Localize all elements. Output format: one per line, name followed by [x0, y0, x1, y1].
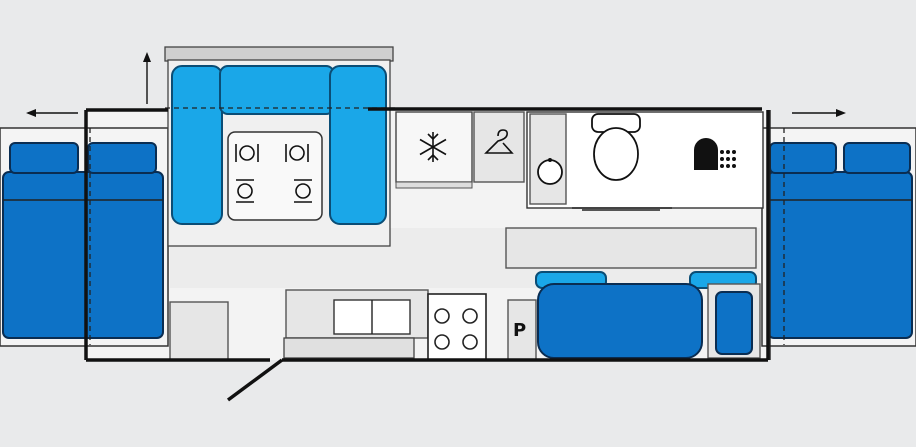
place-setting-icon: [294, 179, 312, 203]
arrow-left-icon: [26, 109, 78, 117]
lounge: [505, 227, 761, 359]
dining-table: [227, 131, 323, 221]
dinette-seat-back: [219, 65, 335, 115]
left-bed: [0, 127, 169, 347]
place-setting-icon: [285, 144, 309, 162]
entry-door: [226, 358, 284, 402]
snowflake-icon: [419, 132, 447, 162]
pillow: [843, 142, 911, 174]
vanity: [529, 113, 567, 205]
bathroom: [526, 111, 764, 211]
fridge: [395, 111, 473, 189]
pantry-label: P: [513, 320, 526, 341]
dinette-seat-left: [171, 65, 223, 225]
place-setting-icon: [236, 179, 254, 203]
pillow: [9, 142, 79, 174]
dinette-seat-right: [329, 65, 387, 225]
wardrobe: [473, 111, 525, 183]
toilet: [591, 113, 641, 181]
pillow: [769, 142, 837, 174]
arrow-up-icon: [143, 52, 151, 104]
shower-icon: [694, 138, 736, 170]
stove: [427, 293, 487, 361]
kitchen: P: [283, 289, 537, 361]
lounge-seat: [537, 283, 703, 359]
basin: [537, 159, 563, 185]
side-cabinet: [169, 301, 229, 361]
right-bed: [761, 127, 916, 347]
arrow-right-icon: [792, 109, 846, 117]
dinette: [164, 46, 394, 247]
pillow: [87, 142, 157, 174]
place-setting-icon: [235, 144, 259, 162]
hanger-icon: [484, 129, 514, 154]
pantry: P: [507, 299, 537, 361]
